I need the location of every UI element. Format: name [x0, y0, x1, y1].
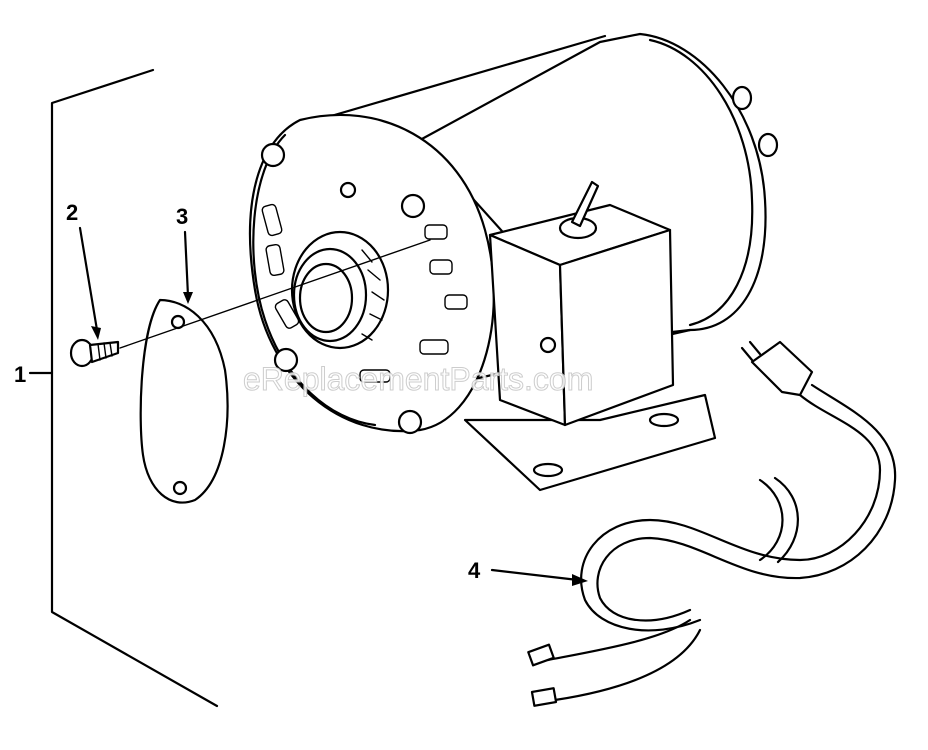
callout-leaders — [78, 226, 588, 586]
vent-slots — [261, 203, 468, 383]
callout-4: 4 — [468, 558, 481, 583]
toggle-switch-icon — [558, 180, 600, 240]
callout-1: 1 — [14, 362, 26, 387]
plug-icon — [740, 340, 814, 397]
power-cord — [527, 340, 897, 707]
wire-terminal-icon — [527, 643, 558, 707]
bearing-hub — [290, 230, 390, 350]
front-bolts — [260, 142, 426, 435]
watermark: eReplacementParts.com — [243, 361, 593, 397]
rear-stud — [731, 85, 779, 158]
assembly-bracket — [28, 68, 219, 708]
cover-plate — [139, 298, 229, 504]
callout-2: 2 — [66, 200, 78, 225]
assembly-guide-line — [119, 239, 431, 349]
screw — [69, 338, 120, 368]
switch-box — [488, 180, 675, 427]
callout-3: 3 — [176, 204, 188, 229]
